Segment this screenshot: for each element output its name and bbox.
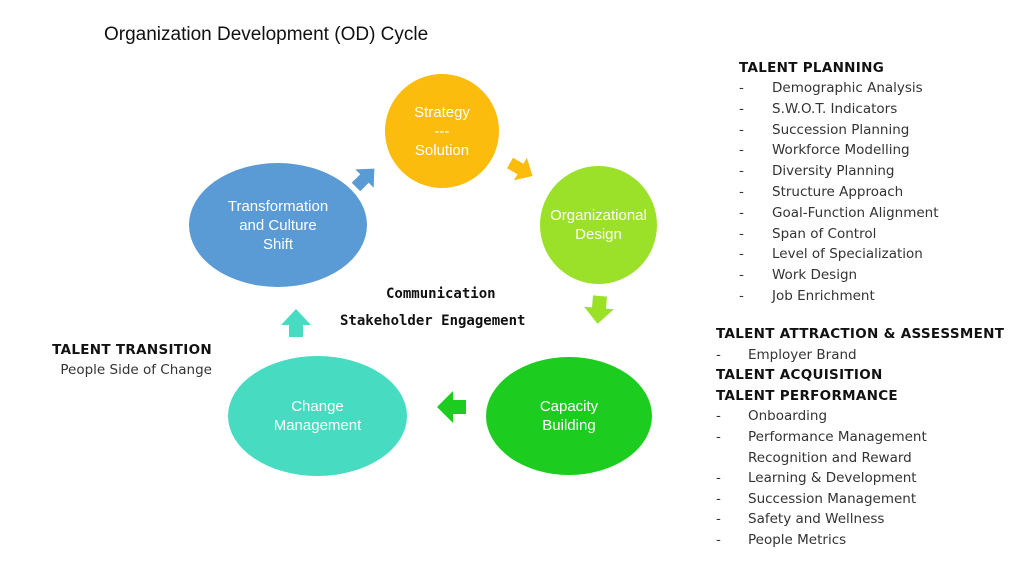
list-item-label: Succession Planning [772,121,910,138]
talent-planning-block: TALENT PLANNING - Demographic Analysis - S.… [739,58,939,307]
talent-attraction-heading: TALENT ATTRACTION & ASSESSMENT [716,326,1005,342]
list-item-label: Employer Brand [748,346,857,363]
list-item: - Onboarding [716,406,1004,427]
center-stakeholder-engagement: Stakeholder Engagement [340,313,526,329]
list-item-label: Work Design [772,267,858,284]
list-item: - Safety and Wellness [716,509,1004,530]
talent-transition-heading: TALENT TRANSITION [52,342,212,358]
list-item: - Employer Brand [716,345,1004,366]
node-change-label: Change Management [273,398,362,434]
bullet-dash: - [716,428,721,445]
list-item: - Work Design [739,265,939,286]
list-item-label: Learning & Development [748,470,917,487]
list-item: - People Metrics [716,530,1004,551]
talent-acquisition-heading: TALENT ACQUISITION [716,367,883,384]
list-item: Recognition and Reward [716,448,1004,469]
bullet-dash: - [739,163,744,180]
list-item-label: Level of Specialization [772,246,923,263]
node-transformation: Transformation and Culture Shift [189,163,367,287]
bullet-dash: - [739,287,744,304]
talent-planning-heading: TALENT PLANNING [739,60,885,76]
list-item-label: Safety and Wellness [748,511,885,528]
arrow-transformation-to-strategy [351,168,375,192]
arrow-capacity-to-change [437,391,466,423]
list-item: - Job Enrichment [739,286,939,307]
list-item: - Learning & Development [716,468,1004,489]
arrow-change-to-transformation [281,309,311,337]
bullet-dash: - [739,225,744,242]
list-item: - Demographic Analysis [739,78,939,99]
list-item: - Diversity Planning [739,161,939,182]
list-item-label: Succession Management [748,490,917,507]
list-item-label: People Metrics [748,531,847,548]
talent-transition-block: TALENT TRANSITION People Side of Change [52,340,212,380]
list-item-label: Job Enrichment [772,287,875,304]
bullet-dash: - [716,470,721,487]
node-org-design-label: Organizational Design [550,207,647,243]
bullet-dash: - [739,246,744,263]
list-item-label: Demographic Analysis [772,80,923,96]
node-transformation-label: Transformation and Culture Shift [227,197,329,253]
list-item-label: Structure Approach [772,183,904,200]
node-strategy: Strategy --- Solution [385,74,499,188]
list-item: - Structure Approach [739,182,939,203]
bullet-dash: - [739,142,744,159]
list-item-label: S.W.O.T. Indicators [772,100,898,117]
list-item: - Performance Management [716,427,1004,448]
list-item: - Span of Control [739,224,939,245]
talent-transition-sub: People Side of Change [60,362,212,378]
list-item: - Succession Planning [739,120,939,141]
talent-planning-list: - Demographic Analysis - S.W.O.T. Indicator… [739,78,939,307]
list-item-label: Onboarding [748,408,828,425]
list-item-label: Diversity Planning [772,163,895,180]
list-item: - Succession Management [716,489,1004,510]
node-strategy-label: Strategy --- Solution [414,103,470,159]
arrow-strategy-to-org [507,157,533,181]
diagram-title: Organization Development (OD) Cycle [104,24,429,45]
center-communication: Communication [386,286,496,302]
bullet-dash: - [716,531,721,548]
node-change-management: Change Management [228,356,407,476]
list-item: - Workforce Modelling [739,140,939,161]
bullet-dash: - [739,183,744,200]
bullet-dash: - [739,204,744,221]
node-capacity-building: Capacity Building [486,357,652,475]
list-item-label: Span of Control [772,225,877,242]
list-item: - Goal-Function Alignment [739,203,939,224]
bullet-dash: - [716,490,721,507]
list-item-label: Goal-Function Alignment [772,204,939,221]
bullet-dash: - [739,121,744,138]
list-item-label: Performance Management [748,428,927,445]
talent-attraction-block: TALENT ATTRACTION & ASSESSMENT - Employer… [716,324,1004,551]
bullet-dash: - [739,100,744,117]
arrow-org-to-capacity [584,295,614,324]
list-item: - S.W.O.T. Indicators [739,99,939,120]
list-item: - Level of Specialization [739,244,939,265]
list-item-label: Recognition and Reward [748,449,912,466]
bullet-dash: - [739,80,744,96]
talent-attraction-list: - Employer Brand [716,345,1004,366]
list-item-label: Workforce Modelling [772,142,910,159]
bullet-dash: - [716,511,721,528]
node-organizational-design: Organizational Design [540,166,657,284]
bullet-dash: - [716,346,721,363]
bullet-dash: - [716,408,721,425]
bullet-dash: - [739,267,744,284]
talent-performance-heading: TALENT PERFORMANCE [716,387,898,404]
node-capacity-label: Capacity Building [539,398,599,434]
